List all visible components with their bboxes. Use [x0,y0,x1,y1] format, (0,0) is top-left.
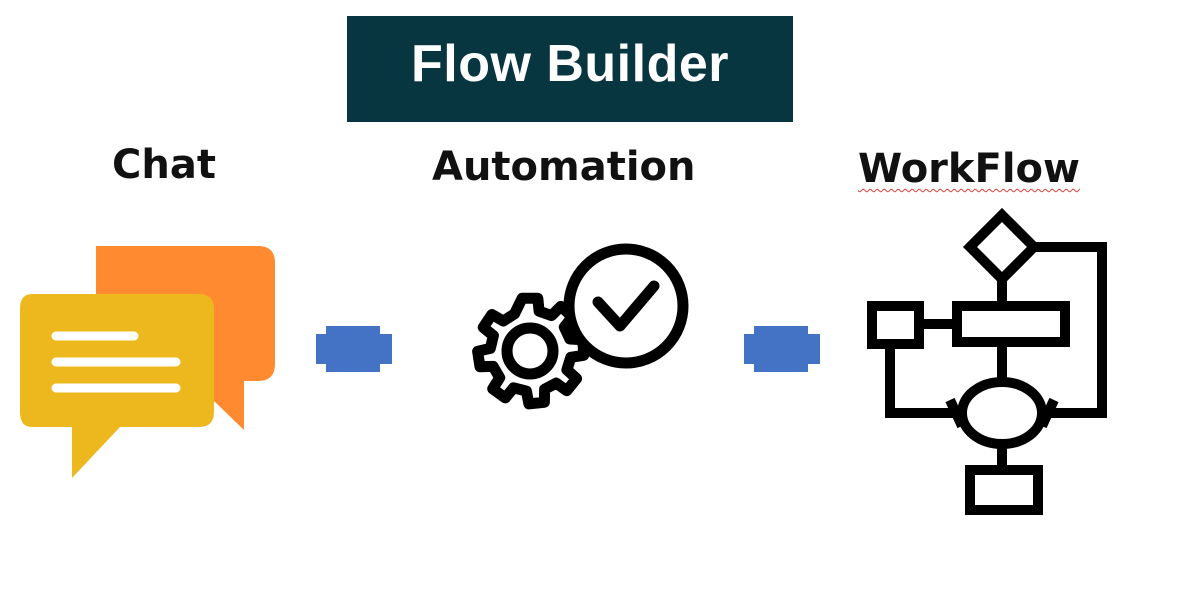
flowchart-oval [945,377,1059,449]
flowchart-decision-diamond [962,207,1042,287]
flowchart-end-box [965,465,1043,515]
flowchart-small-box [867,301,924,349]
flow-builder-banner: Flow Builder [347,16,793,122]
stage-label-chat: Chat [112,142,216,188]
chat-bubbles-icon [20,246,275,478]
flowchart-connector-lines [885,242,1107,470]
connector-automation-to-workflow [744,326,820,372]
check-circle-icon [563,243,689,369]
chat-front-bubble [20,294,214,478]
connector-chat-to-automation [316,326,392,372]
banner-title: Flow Builder [411,35,729,93]
flowchart-icon [867,207,1107,515]
stage-label-workflow: WorkFlow [858,149,1080,189]
gear-check-icon [472,243,689,410]
stage-label-workflow-text: WorkFlow [858,146,1080,192]
stage-label-automation: Automation [432,144,696,190]
flowchart-process-bar [952,301,1070,347]
